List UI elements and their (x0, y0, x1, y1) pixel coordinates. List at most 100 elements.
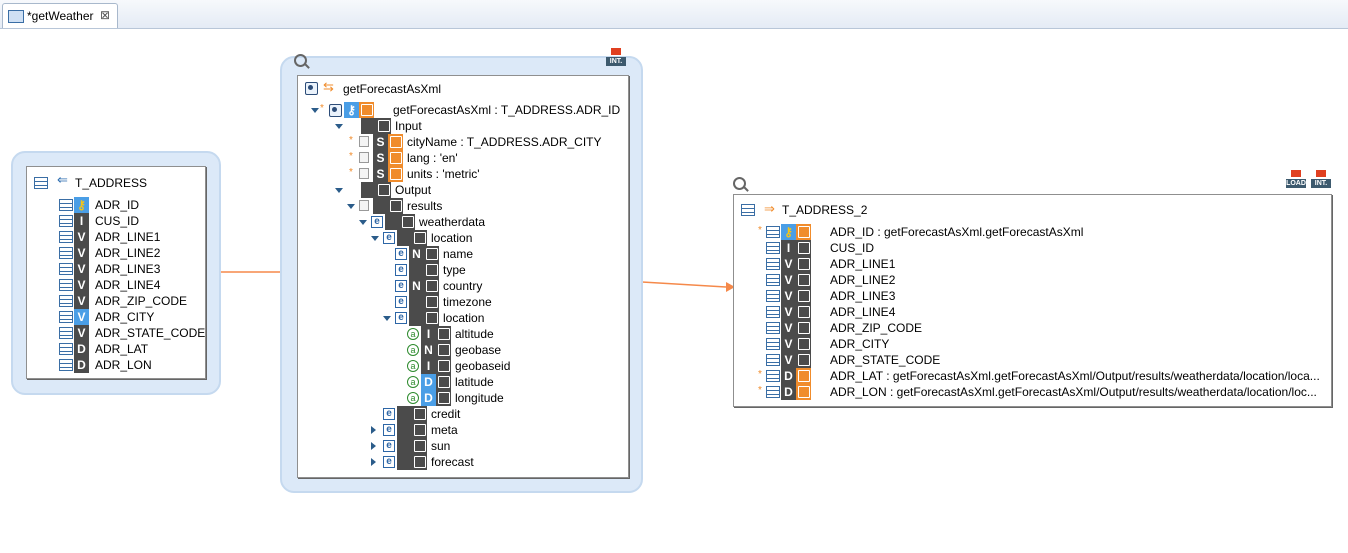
source-column-type-badge: V (74, 309, 89, 325)
ws-root-row[interactable]: *⚷getForecastAsXml : T_ADDRESS.ADR_ID (298, 102, 623, 118)
node-type-badge (361, 182, 376, 198)
output-port-icon (798, 322, 810, 334)
output-port-icon (798, 306, 810, 318)
node-type-badge: S (373, 150, 388, 166)
expression-cell (436, 342, 451, 358)
output-port-icon (426, 312, 438, 324)
ws-results-node[interactable]: results (298, 198, 623, 214)
output-port-icon (798, 242, 810, 254)
close-icon[interactable]: ⊠ (100, 8, 111, 22)
expand-toggle-icon[interactable] (335, 124, 343, 129)
expand-toggle-icon[interactable] (383, 316, 391, 321)
source-column-type-badge: V (74, 325, 89, 341)
target-zoom-icon[interactable] (733, 177, 746, 190)
expand-toggle-icon[interactable] (347, 204, 355, 209)
expand-toggle-icon[interactable] (371, 442, 376, 450)
expand-toggle-icon[interactable] (311, 108, 319, 113)
expression-cell (412, 438, 427, 454)
output-port-icon (798, 370, 810, 382)
integration-badge-icon[interactable]: INT. (606, 48, 626, 66)
expand-toggle-icon[interactable] (371, 426, 376, 434)
ws-output-node[interactable]: Output (298, 182, 623, 198)
target-integration-badge-icon[interactable]: INT. (1311, 170, 1331, 188)
expression-cell (796, 288, 811, 304)
target-datastore-panel[interactable]: ⇒ T_ADDRESS_2 *⚷ADR_ID : getForecastAsXm… (733, 194, 1332, 407)
expression-cell (388, 150, 403, 166)
column-icon (59, 247, 73, 259)
output-port-icon (390, 168, 402, 180)
target-column-row[interactable]: *⚷ADR_ID : getForecastAsXml.getForecastA… (734, 224, 1324, 240)
zoom-icon[interactable] (294, 54, 307, 67)
editor-tab[interactable]: *getWeather ⊠ (2, 3, 118, 28)
expand-toggle-icon[interactable] (359, 220, 367, 225)
parameter-icon (359, 152, 369, 163)
load-badge-icon[interactable]: LOAD (1286, 170, 1306, 188)
expression-cell (388, 134, 403, 150)
ws-attribute-row-label: longitude (455, 391, 504, 405)
ws-input-node[interactable]: Input (298, 118, 623, 134)
target-column-type-badge: D (781, 368, 796, 384)
node-type-badge (361, 118, 376, 134)
ws-element-row-label: credit (431, 407, 461, 421)
element-icon: e (395, 248, 407, 260)
ws-param-row-label: units : 'metric' (407, 167, 480, 181)
target-column-text: ADR_ZIP_CODE (830, 321, 923, 335)
column-icon (766, 258, 780, 270)
expression-cell (796, 256, 811, 272)
webservice-panel[interactable]: ⇆ getForecastAsXml *⚷getForecastAsXml : … (297, 75, 629, 478)
target-title: T_ADDRESS_2 (782, 203, 868, 217)
ws-param-row-label: cityName : T_ADDRESS.ADR_CITY (407, 135, 602, 149)
expand-toggle-icon[interactable] (371, 236, 379, 241)
output-port-icon (426, 264, 438, 276)
ws-element-row-label: sun (431, 439, 451, 453)
source-column-row[interactable]: ⚷ADR_ID (27, 197, 197, 213)
source-title: T_ADDRESS (75, 176, 148, 190)
expand-toggle-icon[interactable] (335, 188, 343, 193)
column-icon (59, 343, 73, 355)
column-icon (766, 242, 780, 254)
settings-icon[interactable] (305, 82, 318, 95)
expand-toggle-icon[interactable] (371, 458, 376, 466)
output-port-icon (414, 456, 426, 468)
